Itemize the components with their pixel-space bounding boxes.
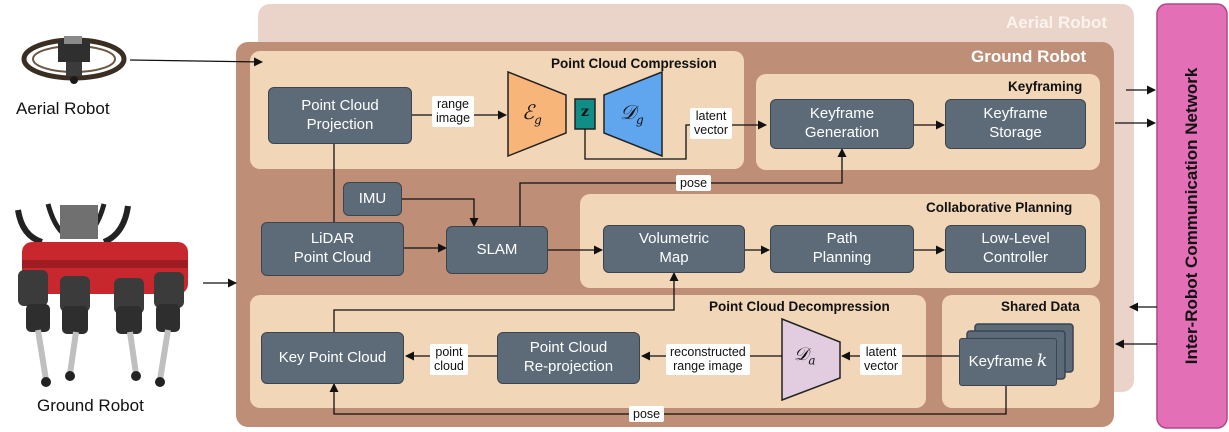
edge-pose-bottom <box>329 380 1007 415</box>
pose-top-label: pose <box>676 175 712 192</box>
ground-panel-title: Ground Robot <box>971 47 1087 66</box>
pose-bottom-label: pose <box>629 406 665 423</box>
ground-robot-image <box>15 203 188 387</box>
key-point-cloud-node: Key Point Cloud <box>261 332 404 384</box>
decoder-g-shape <box>603 70 663 158</box>
latent-z-symbol: z <box>581 104 589 120</box>
decoder-a-symbol: 𝒟a <box>794 344 816 368</box>
encoder-symbol: ℰg <box>522 100 542 127</box>
aerial-panel-title: Aerial Robot <box>1006 13 1108 32</box>
decoder-a-shape <box>781 317 841 402</box>
planning-title: Collaborative Planning <box>926 200 1073 215</box>
ground-robot-label: Ground Robot <box>37 396 144 415</box>
slam-node: SLAM <box>446 226 548 274</box>
edge-aerial-in <box>129 57 263 67</box>
aerial-robot-image <box>21 36 127 84</box>
network-bar <box>1156 3 1228 429</box>
aerial-robot-label: Aerial Robot <box>16 99 110 118</box>
decompression-title: Point Cloud Decompression <box>709 299 890 314</box>
compression-title: Point Cloud Compression <box>551 56 717 71</box>
edge-keypc-map <box>333 272 679 332</box>
decoder-g-symbol: 𝒟g <box>620 100 644 127</box>
keyframing-title: Keyframing <box>1008 79 1083 94</box>
encoder-shape <box>507 70 567 158</box>
edge-imu-slam <box>402 198 479 227</box>
shared-title: Shared Data <box>1001 299 1080 314</box>
network-label: Inter-Robot Communication Network <box>1182 67 1201 365</box>
keyframe-k-node: Keyframe k <box>959 338 1057 386</box>
imu-node: IMU <box>343 182 402 216</box>
